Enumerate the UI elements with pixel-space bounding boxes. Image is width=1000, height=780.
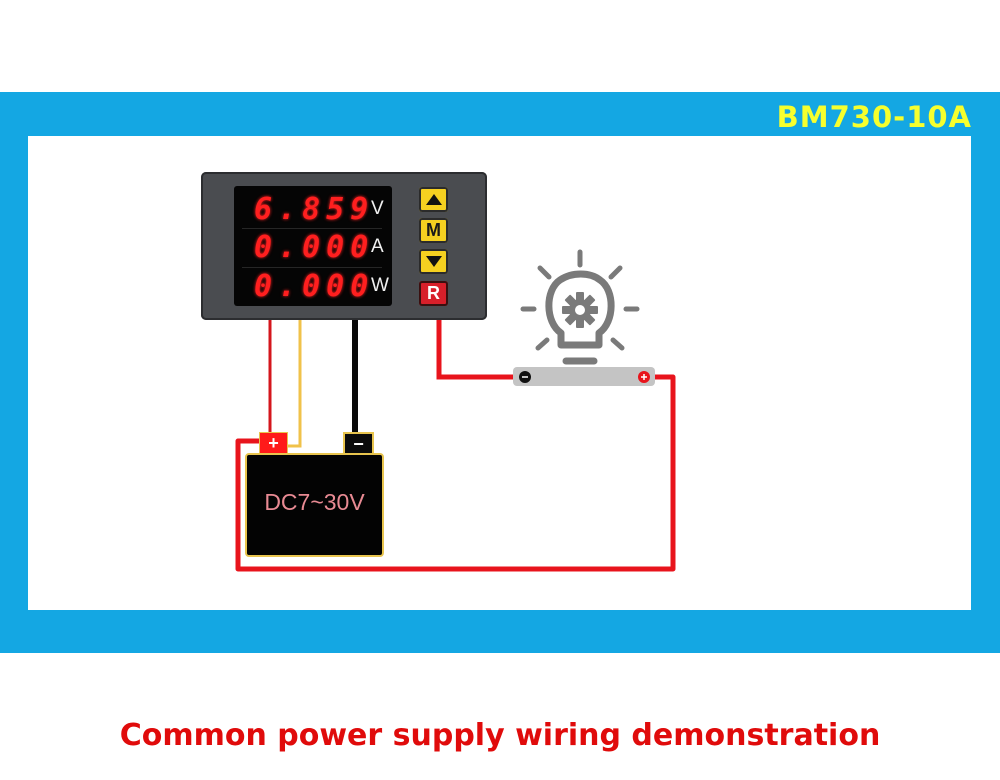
power-unit: W <box>371 275 389 296</box>
current-reading: 0.000 <box>254 230 375 265</box>
down-button[interactable] <box>419 249 448 274</box>
battery-positive-terminal: + <box>259 432 288 455</box>
caption: Common power supply wiring demonstration <box>119 718 881 753</box>
up-arrow-icon <box>425 194 442 205</box>
battery-voltage-label: DC7~30V <box>264 489 365 515</box>
load-bar <box>513 367 655 386</box>
led-display: 6.859 V 0.000 A 0.000 W <box>234 186 392 306</box>
mode-button[interactable]: M <box>419 218 448 243</box>
wire-red-load-return <box>235 374 676 572</box>
current-unit: A <box>371 236 384 257</box>
lightbulb-gear-icon <box>520 249 640 365</box>
wire-red-load-in <box>436 318 516 380</box>
model-label: BM730-10A <box>776 100 972 134</box>
gear-icon <box>562 292 598 328</box>
voltage-row: 6.859 V <box>234 190 392 227</box>
battery: DC7~30V <box>245 453 384 557</box>
current-row: 0.000 A <box>234 228 392 265</box>
up-button[interactable] <box>419 187 448 212</box>
voltmeter-ammeter: 6.859 V 0.000 A 0.000 W M R <box>201 172 487 320</box>
power-reading: 0.000 <box>254 269 375 304</box>
voltage-unit: V <box>371 198 384 219</box>
power-row: 0.000 W <box>234 267 392 304</box>
voltage-reading: 6.859 <box>254 192 375 227</box>
row-divider <box>242 267 382 268</box>
wire-yellow-sense <box>287 318 302 448</box>
down-arrow-icon <box>425 256 442 267</box>
row-divider <box>242 228 382 229</box>
reset-button[interactable]: R <box>419 281 448 306</box>
diagram-panel <box>28 136 971 610</box>
